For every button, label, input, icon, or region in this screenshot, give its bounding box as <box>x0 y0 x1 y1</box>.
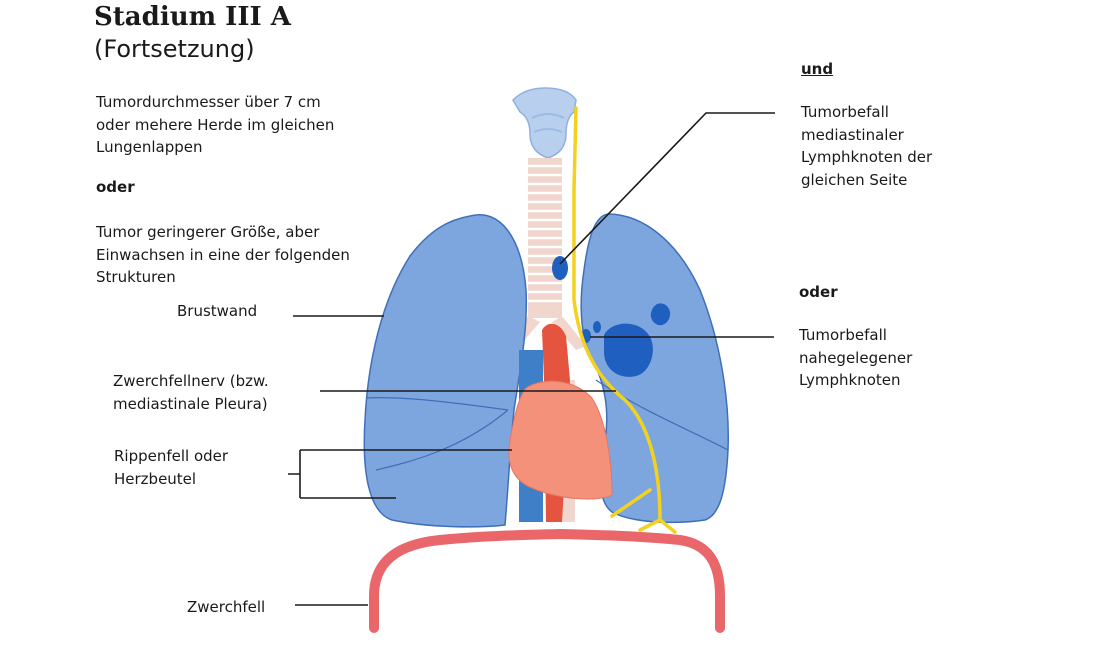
criterion-nearby-nodes: Tumorbefall nahegelegener Lymphknoten <box>799 326 913 389</box>
right-und-label: und <box>801 60 834 78</box>
label-zwerchfell: Zwerchfell <box>187 598 266 616</box>
leader-rippenfell-bracket <box>288 449 512 499</box>
label-brustwand: Brustwand <box>177 302 258 320</box>
diaphragm <box>369 528 725 633</box>
leader-mediastinal-nodes <box>559 112 775 265</box>
phrenic-nerve <box>572 106 677 534</box>
diagram-subtitle: (Fortsetzung) <box>94 35 255 63</box>
right-oder-label: oder <box>799 283 838 301</box>
criterion-tumor-size: Tumordurchmesser über 7 cm oder mehere H… <box>96 93 335 156</box>
primary-tumor <box>604 323 653 377</box>
label-zwerchfellnerv: Zwerchfellnerv (bzw. mediastinale Pleura… <box>113 372 269 413</box>
heart <box>508 380 613 500</box>
right-lung <box>363 214 528 528</box>
mediastinal-lymph-node <box>552 256 568 280</box>
diagram-title: Stadium III A <box>94 2 291 32</box>
left-lung <box>580 213 729 524</box>
label-rippenfell-herzbeutel: Rippenfell oder Herzbeutel <box>114 447 229 488</box>
left-oder-label: oder <box>96 178 135 196</box>
leader-lines <box>288 112 775 606</box>
criterion-invasion: Tumor geringerer Größe, aber Einwachsen … <box>96 223 350 286</box>
larynx <box>512 87 577 159</box>
criterion-mediastinal-nodes: Tumorbefall mediastinaler Lymphknoten de… <box>801 103 933 189</box>
